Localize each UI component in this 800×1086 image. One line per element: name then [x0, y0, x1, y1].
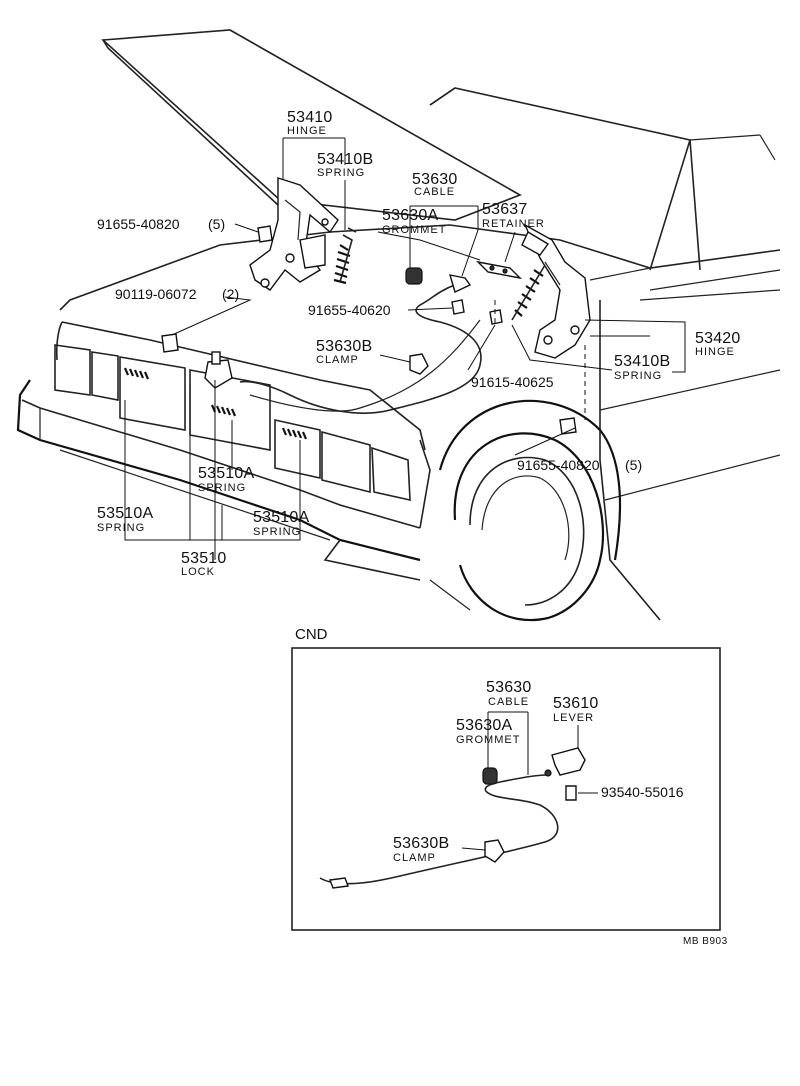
grommet-53630a-name: GROMMET	[382, 224, 447, 236]
bolts-drawing	[257, 225, 577, 435]
lock-53510-number: 53510	[181, 550, 227, 567]
cnd-box	[291, 647, 721, 931]
spring-53410b-number: 53410B	[317, 151, 374, 168]
spring-53410b-drawing	[333, 227, 357, 285]
retainer-drawing	[475, 260, 523, 280]
cnd-grommet-number: 53630A	[456, 717, 513, 734]
cnd-cable-number: 53630	[486, 679, 532, 696]
diagram-code: MB B903	[683, 936, 728, 947]
clamp-53630b-name: CLAMP	[316, 354, 359, 366]
hinge-53410-number: 53410	[287, 109, 333, 126]
retainer-53637-number: 53637	[482, 201, 528, 218]
spring-53410b-right-number: 53410B	[614, 353, 671, 370]
bolt-91655-40820-bottom: 91655-40820	[517, 457, 600, 473]
cnd-clamp-number: 53630B	[393, 835, 450, 852]
hood-cable-drawing	[239, 274, 482, 414]
leader-lines	[124, 137, 686, 560]
spring-53510a-right-number: 53510A	[253, 509, 310, 526]
cable-53630-number: 53630	[412, 171, 458, 188]
spring-53510a-left-number: 53510A	[97, 505, 154, 522]
clamp-drawing	[409, 353, 429, 375]
spring-53510a-mid-name: SPRING	[198, 482, 247, 494]
hinge-53420-number: 53420	[695, 330, 741, 347]
cnd-screw-93540-55016: 93540-55016	[601, 784, 684, 800]
spring-53510a-left-name: SPRING	[97, 522, 146, 534]
cnd-cable-name: CABLE	[488, 696, 530, 708]
spring-53510a-mid-number: 53510A	[198, 465, 255, 482]
cable-53630-name: CABLE	[414, 186, 456, 198]
clamp-53630b-number: 53630B	[316, 338, 373, 355]
cnd-lever-number: 53610	[553, 695, 599, 712]
cnd-title: CND	[295, 626, 328, 643]
grommet-53630a-number: 53630A	[382, 207, 439, 224]
lock-springs-drawing	[123, 367, 308, 440]
retainer-53637-name: RETAINER	[482, 218, 545, 230]
cnd-lever-name: LEVER	[553, 712, 595, 724]
spring-53410b-right-drawing	[511, 264, 546, 321]
spring-53510a-right-name: SPRING	[253, 526, 302, 538]
hinge-53410-name: HINGE	[287, 125, 327, 137]
hinge-53420-name: HINGE	[695, 346, 735, 358]
grommet-drawing	[405, 267, 423, 285]
bolt-91655-40820-bottom-qty: (5)	[625, 457, 643, 473]
bolt-91615-40625: 91615-40625	[471, 374, 554, 390]
car-body-outline	[16, 29, 781, 622]
bolt-91655-40620: 91655-40620	[308, 302, 391, 318]
bolt-91655-40820-top: 91655-40820	[97, 216, 180, 232]
cnd-clamp-name: CLAMP	[393, 852, 436, 864]
bolt-91655-40820-top-qty: (5)	[208, 216, 226, 232]
bolt-90119-06072-qty: (2)	[222, 286, 240, 302]
lock-53510-name: LOCK	[181, 566, 215, 578]
lock-drawing	[161, 333, 233, 389]
hinge-53420-drawing	[521, 223, 591, 359]
cnd-grommet-name: GROMMET	[456, 734, 521, 746]
spring-53410b-name: SPRING	[317, 167, 366, 179]
bolt-90119-06072: 90119-06072	[115, 286, 197, 302]
hinge-53410-drawing	[249, 177, 339, 291]
spring-53410b-right-name: SPRING	[614, 370, 663, 382]
